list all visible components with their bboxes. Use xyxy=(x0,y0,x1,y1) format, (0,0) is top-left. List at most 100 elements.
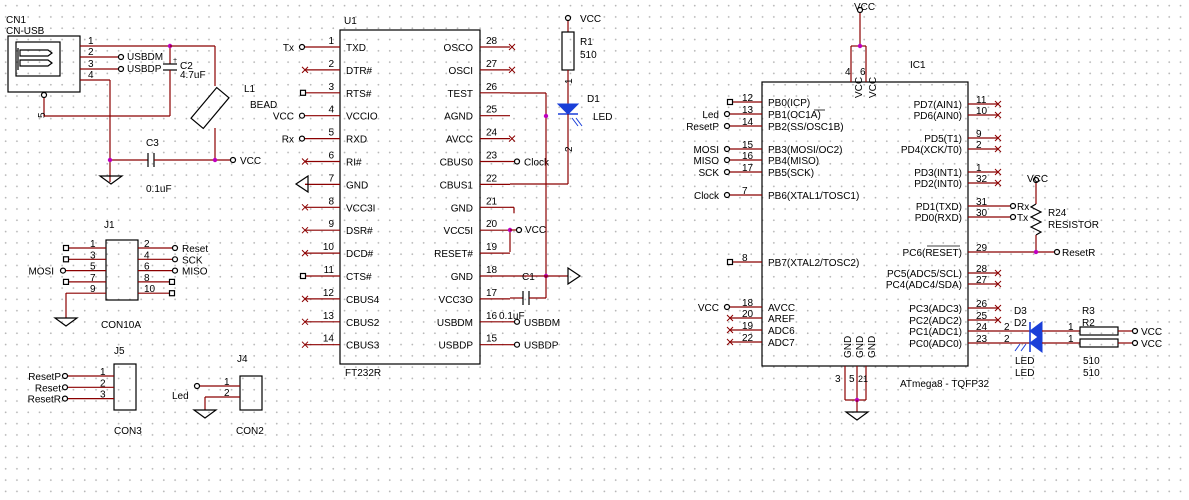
ic1-pin-28: 28 xyxy=(976,264,988,275)
ic1-pin-26: 26 xyxy=(976,299,988,310)
cn1-net-usbdp: USBDP xyxy=(127,64,162,75)
u1-pin-3: 3 xyxy=(328,82,334,93)
u1-pin-name-13: CBUS2 xyxy=(346,318,380,329)
u1-pin-name-7: GND xyxy=(346,180,368,191)
ic1-bottom-name-5: GND xyxy=(855,336,866,358)
no-connect-icon xyxy=(994,100,1002,108)
r1-vcc-label: VCC xyxy=(580,14,601,25)
no-connect-icon xyxy=(301,203,309,211)
j4-body xyxy=(239,375,263,411)
u1-pin-name-20: VCC5I xyxy=(444,226,473,237)
ic1-pin-name-17: PB5(SCK) xyxy=(768,168,814,179)
u1-pin-24: 24 xyxy=(486,128,498,139)
ground-symbol xyxy=(844,411,870,421)
ic1-top-pin-4: 4 xyxy=(845,67,851,78)
c2-ref: C2 xyxy=(180,61,193,72)
u1-net-5: Rx xyxy=(282,135,294,146)
j1-pin-6: 6 xyxy=(144,262,150,273)
cn1-net-usbdm: USBDM xyxy=(127,52,163,63)
no-connect-icon xyxy=(508,43,516,51)
ic1-value: ATmega8 - TQFP32 xyxy=(900,379,990,390)
no-connect-icon xyxy=(994,168,1002,176)
u1-pin-9: 9 xyxy=(328,219,334,230)
open-pin-icon xyxy=(726,258,734,266)
no-connect-icon xyxy=(994,179,1002,187)
l1-bead: L1 BEAD xyxy=(170,45,277,160)
open-pin-icon xyxy=(168,290,176,297)
j4-con2: J4 CON2 Led 1 2 xyxy=(172,354,264,437)
r24-value: RESISTOR xyxy=(1048,220,1099,231)
u1-net-15: USBDP xyxy=(524,341,559,352)
u1-pin-27: 27 xyxy=(486,59,498,70)
ic1-pin-12: 12 xyxy=(742,93,754,104)
open-pin-icon xyxy=(62,244,70,252)
ic1-pin-29: 29 xyxy=(976,243,988,254)
no-connect-icon xyxy=(301,226,309,234)
ic1-net-7: Clock xyxy=(694,191,720,202)
u1-net-23: Clock xyxy=(524,158,550,169)
ic1-bottom-pin-3: 3 xyxy=(835,374,841,385)
no-connect-icon xyxy=(726,338,734,346)
ic1-right-pins: 11PD7(AIN1)10PD6(AIN0)9PD5(T1)2PD4(XCK/T… xyxy=(814,95,1054,350)
ic1-pin-13: 13 xyxy=(742,105,754,116)
u1-pin-name-27: OSCI xyxy=(449,66,473,77)
ic1-pin-name-1: PD3(INT1) xyxy=(914,168,962,179)
open-pin-icon xyxy=(62,278,70,285)
ic1-pin-23: 23 xyxy=(976,334,988,345)
r1-pin-2: 2 xyxy=(564,146,575,152)
ic1-pin-name-27: PC4(ADC4/SDA) xyxy=(886,280,962,291)
u1-pin-name-28: OSCO xyxy=(444,43,474,54)
j1-pin-8: 8 xyxy=(144,273,150,284)
u1-pin-name-21: GND xyxy=(451,203,473,214)
cn1-usb-connector: CN1 CN-USB 1 2 3 4 USBDM USBDP 5 xyxy=(6,15,170,182)
terminal-icon xyxy=(723,303,731,311)
c2-value: 4.7uF xyxy=(180,70,206,81)
usb-icon xyxy=(19,49,53,67)
ic1-pin-name-10: PD6(AIN0) xyxy=(914,111,962,122)
terminal-icon xyxy=(61,372,69,380)
l1-value: BEAD xyxy=(250,100,277,111)
u1-pin-name-18: GND xyxy=(451,272,473,283)
ic1-pin-31: 31 xyxy=(976,197,988,208)
r2-ref: R2 xyxy=(1082,318,1095,329)
d1-ref: D1 xyxy=(587,94,600,105)
ic1-net-13: Led xyxy=(702,110,719,121)
ic1-pin-25: 25 xyxy=(976,311,988,322)
r1-pin-1: 1 xyxy=(564,78,575,84)
ic1-pin-name-32: PD2(INT0) xyxy=(914,179,962,190)
r1-d1-branch: VCC R1 510 1 D1 LED 2 xyxy=(510,14,612,185)
ic1-pin-name-18: AVCC xyxy=(768,303,795,314)
terminal-icon xyxy=(723,122,731,130)
ic1-pin-1: 1 xyxy=(976,163,982,174)
u1-pin-15: 15 xyxy=(486,334,498,345)
no-connect-icon xyxy=(301,295,309,303)
u1-ref: U1 xyxy=(344,16,357,27)
d2-d3-led-branch: 2 2 D3 D2 LED LED 1 1 R3 R2 510 510 VCC … xyxy=(1002,306,1162,379)
d3-value: LED xyxy=(1015,356,1034,367)
u1-pin-17: 17 xyxy=(486,288,498,299)
ic1-net-15: MOSI xyxy=(693,145,719,156)
u1-pin-23: 23 xyxy=(486,151,498,162)
cn1-pin-3: 3 xyxy=(88,59,94,70)
ic1-net-18: VCC xyxy=(698,303,719,314)
j1-ref: J1 xyxy=(104,220,115,231)
u1-pin-2: 2 xyxy=(328,59,334,70)
ground-arrow-u1-right xyxy=(567,266,582,286)
u1-pin-8: 8 xyxy=(328,196,334,207)
u1-pin-10: 10 xyxy=(323,242,335,253)
u1-pin-name-10: DCD# xyxy=(346,249,374,260)
u1-pin-26: 26 xyxy=(486,82,498,93)
j5-net-2: Reset xyxy=(35,383,61,394)
ic1-led-pin-pc0: 2 xyxy=(1004,334,1010,345)
u1-ft232r: U1 FT232R 1TXDTx2DTR#3RTS#4VCCIOVCC5RXDR… xyxy=(273,16,560,379)
no-connect-icon xyxy=(994,304,1002,312)
cn1-pin-2: 2 xyxy=(88,47,94,58)
u1-pin-18: 18 xyxy=(486,265,498,276)
ic1-pin-20: 20 xyxy=(742,309,754,320)
r2-resistor xyxy=(1079,338,1119,348)
u1-pin-21: 21 xyxy=(486,196,498,207)
r2-vcc-label: VCC xyxy=(1141,339,1162,350)
u1-net-4: VCC xyxy=(273,112,294,123)
ic1-pin-name-8: PB7(XTAL2/TOSC2) xyxy=(768,258,859,269)
